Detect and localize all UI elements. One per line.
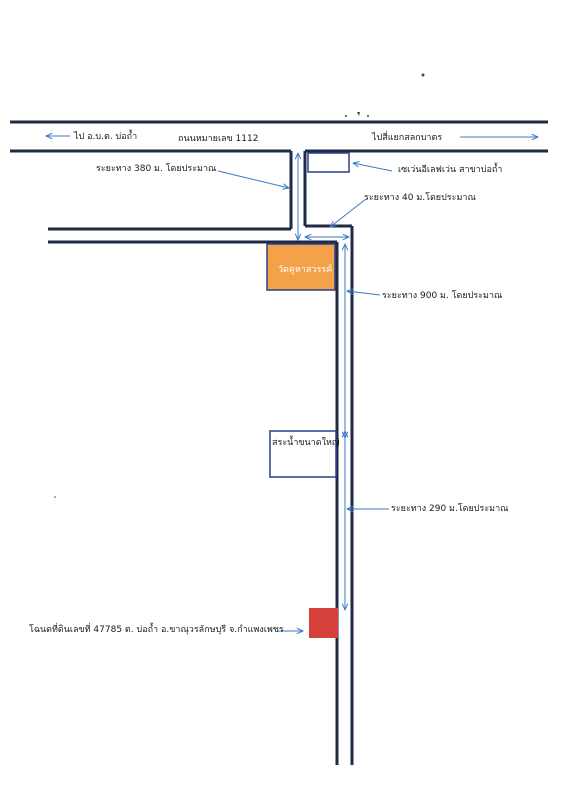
label-reservoir: สระน้ำขนาดใหญ่ <box>272 438 340 448</box>
temple-marker <box>266 243 336 291</box>
leader-seven-eleven <box>353 163 393 172</box>
label-right-direction: ไปสี่แยกสลกบาตร <box>372 133 443 143</box>
upper-side-road <box>48 151 354 765</box>
leader-900 <box>347 291 381 296</box>
leader-380 <box>217 170 289 188</box>
label-distance-40: ระยะทาง 40 ม.โดยประมาณ <box>364 193 476 203</box>
label-distance-290: ระยะทาง 290 ม.โดยประมาณ <box>391 504 509 514</box>
leader-40 <box>330 198 367 227</box>
label-left-direction: ไป อ.บ.ต. บ่อถ้ำ <box>74 132 138 142</box>
label-seven-eleven: เซเว่นอีเลฟเว่น สาขาบ่อถ้ำ <box>398 165 503 175</box>
seven-eleven-marker <box>307 152 350 173</box>
lower-side-road <box>48 240 339 765</box>
label-temple: วัดคูหาสวรรค์ <box>278 265 333 275</box>
scan-speckles <box>54 73 425 498</box>
label-distance-380: ระยะทาง 380 ม. โดยประมาณ <box>96 164 217 174</box>
reservoir-marker <box>269 430 337 478</box>
land-parcel-marker <box>309 608 338 638</box>
label-road-name: ถนนหมายเลข 1112 <box>178 134 259 144</box>
label-distance-900: ระยะทาง 900 ม. โดยประมาณ <box>382 291 503 301</box>
main-road-1112 <box>10 120 548 153</box>
label-land-parcel: โฉนดที่ดินเลขที่ 47785 ต. บ่อถ้ำ อ.ขาณุว… <box>29 625 284 635</box>
